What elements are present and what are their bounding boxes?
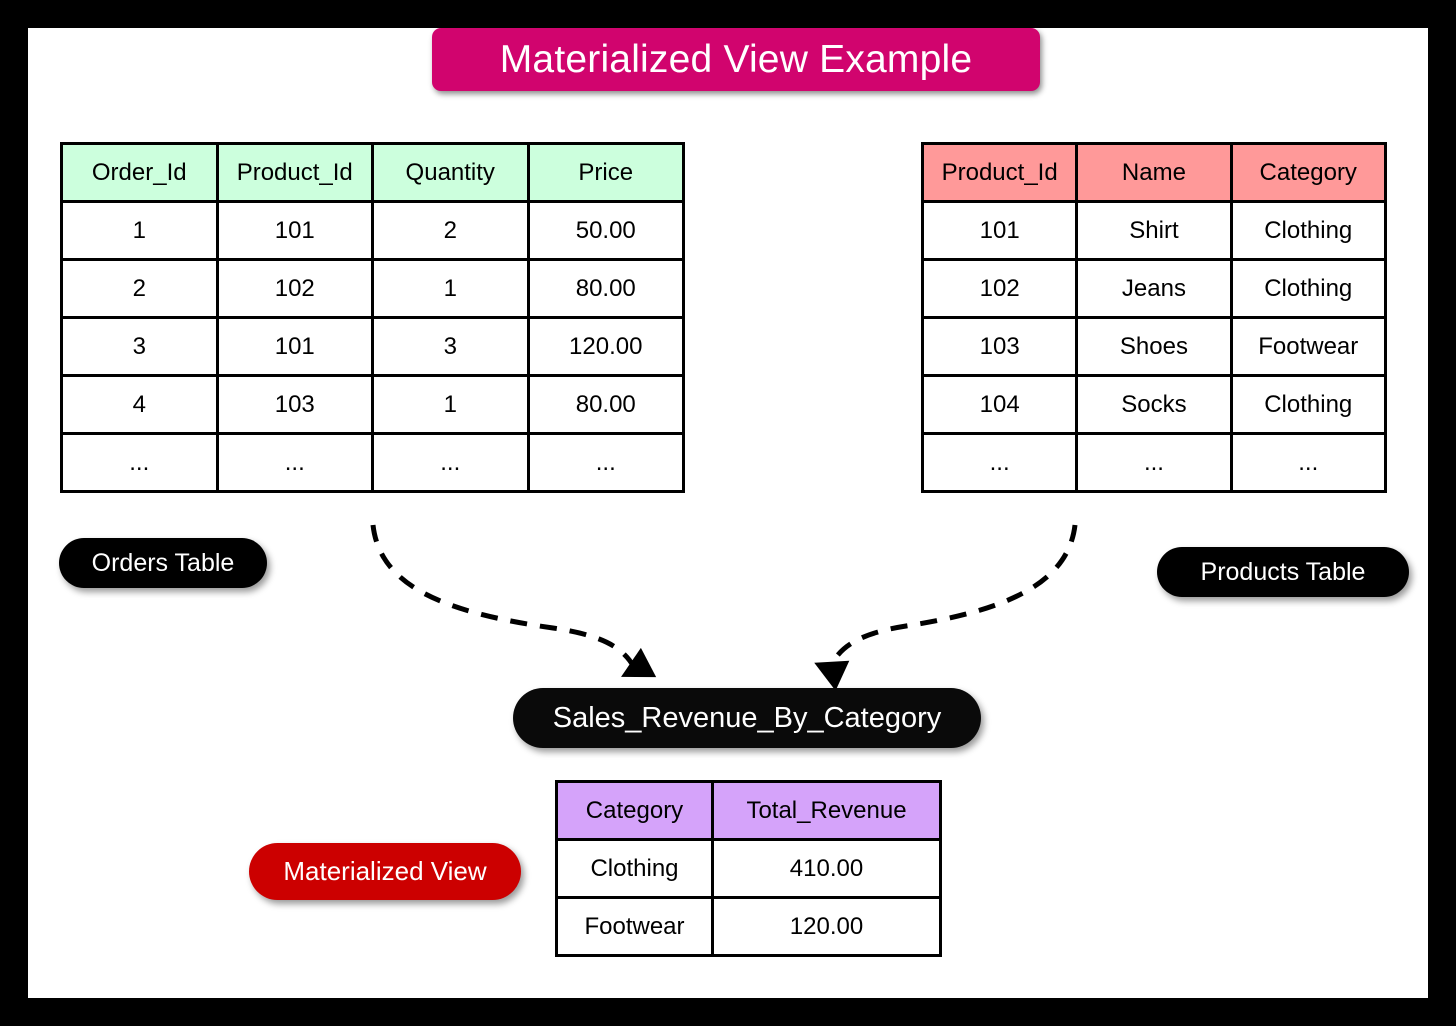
table-cell: ... (371, 432, 530, 493)
orders-table-label: Orders Table (59, 538, 267, 588)
diagram-canvas: Materialized View Example Order_Id Produ… (28, 28, 1428, 998)
column-header-total-revenue: Total_Revenue (711, 780, 942, 841)
table-row: ... ... ... ... (60, 432, 685, 493)
table-cell: 102 (920, 258, 1079, 319)
table-cell: Clothing (1229, 374, 1387, 435)
table-cell: Jeans (1075, 258, 1233, 319)
column-header-product-id: Product_Id (215, 142, 374, 203)
table-cell: 3 (371, 316, 530, 377)
table-row: ... ... ... (920, 432, 1387, 493)
table-row: 3 101 3 120.00 (60, 316, 685, 377)
table-cell: Footwear (555, 896, 714, 957)
view-node-label: Sales_Revenue_By_Category (552, 701, 942, 734)
table-cell: Clothing (1229, 200, 1387, 261)
column-header-price: Price (526, 142, 685, 203)
table-cell: Footwear (1229, 316, 1387, 377)
products-table-label-text: Products Table (1200, 557, 1366, 586)
column-header-category: Category (1229, 142, 1387, 203)
table-cell: Socks (1075, 374, 1233, 435)
table-cell: 102 (215, 258, 374, 319)
page-title: Materialized View Example (499, 37, 973, 81)
table-cell: Shoes (1075, 316, 1233, 377)
products-table-container: Product_Id Name Category 101 Shirt Cloth… (920, 142, 1387, 493)
view-node: Sales_Revenue_By_Category (513, 688, 981, 748)
table-cell: 2 (371, 200, 530, 261)
table-cell: ... (920, 432, 1079, 493)
table-cell: 1 (60, 200, 219, 261)
table-cell: 104 (920, 374, 1079, 435)
table-cell: ... (526, 432, 685, 493)
table-row: 4 103 1 80.00 (60, 374, 685, 435)
table-cell: 80.00 (526, 374, 685, 435)
table-cell: ... (1229, 432, 1387, 493)
materialized-view-table: Category Total_Revenue Clothing 410.00 F… (555, 780, 942, 957)
table-row: 1 101 2 50.00 (60, 200, 685, 261)
table-cell: 101 (215, 316, 374, 377)
table-row: 101 Shirt Clothing (920, 200, 1387, 261)
table-cell: 1 (371, 258, 530, 319)
table-cell: ... (215, 432, 374, 493)
column-header-order-id: Order_Id (60, 142, 219, 203)
table-header-row: Order_Id Product_Id Quantity Price (60, 142, 685, 203)
arrow-products-to-view (814, 524, 1078, 691)
table-cell: 3 (60, 316, 219, 377)
column-header-category: Category (555, 780, 714, 841)
table-cell: 1 (371, 374, 530, 435)
table-row: Footwear 120.00 (555, 896, 942, 957)
table-cell: Clothing (1229, 258, 1387, 319)
table-cell: 410.00 (711, 838, 942, 899)
column-header-name: Name (1075, 142, 1233, 203)
materialized-view-table-container: Category Total_Revenue Clothing 410.00 F… (555, 780, 942, 957)
table-cell: Shirt (1075, 200, 1233, 261)
table-cell: 103 (215, 374, 374, 435)
table-row: 103 Shoes Footwear (920, 316, 1387, 377)
table-row: 104 Socks Clothing (920, 374, 1387, 435)
table-cell: Clothing (555, 838, 714, 899)
column-header-quantity: Quantity (371, 142, 530, 203)
table-row: Clothing 410.00 (555, 838, 942, 899)
products-table-label: Products Table (1157, 547, 1409, 597)
column-header-product-id: Product_Id (920, 142, 1079, 203)
table-cell: 50.00 (526, 200, 685, 261)
orders-table: Order_Id Product_Id Quantity Price 1 101… (60, 142, 685, 493)
products-table: Product_Id Name Category 101 Shirt Cloth… (920, 142, 1387, 493)
table-cell: ... (60, 432, 219, 493)
table-row: 102 Jeans Clothing (920, 258, 1387, 319)
table-cell: 80.00 (526, 258, 685, 319)
table-cell: 103 (920, 316, 1079, 377)
orders-table-label-text: Orders Table (91, 548, 235, 577)
table-cell: ... (1075, 432, 1233, 493)
table-cell: 120.00 (526, 316, 685, 377)
arrow-orders-to-view (370, 524, 657, 678)
table-row: 2 102 1 80.00 (60, 258, 685, 319)
materialized-view-badge: Materialized View (249, 843, 521, 900)
table-cell: 101 (920, 200, 1079, 261)
table-header-row: Category Total_Revenue (555, 780, 942, 841)
diagram-title-banner: Materialized View Example (432, 28, 1040, 91)
table-header-row: Product_Id Name Category (920, 142, 1387, 203)
table-cell: 4 (60, 374, 219, 435)
table-cell: 120.00 (711, 896, 942, 957)
orders-table-container: Order_Id Product_Id Quantity Price 1 101… (60, 142, 685, 493)
table-cell: 2 (60, 258, 219, 319)
table-cell: 101 (215, 200, 374, 261)
materialized-view-badge-text: Materialized View (283, 856, 487, 886)
